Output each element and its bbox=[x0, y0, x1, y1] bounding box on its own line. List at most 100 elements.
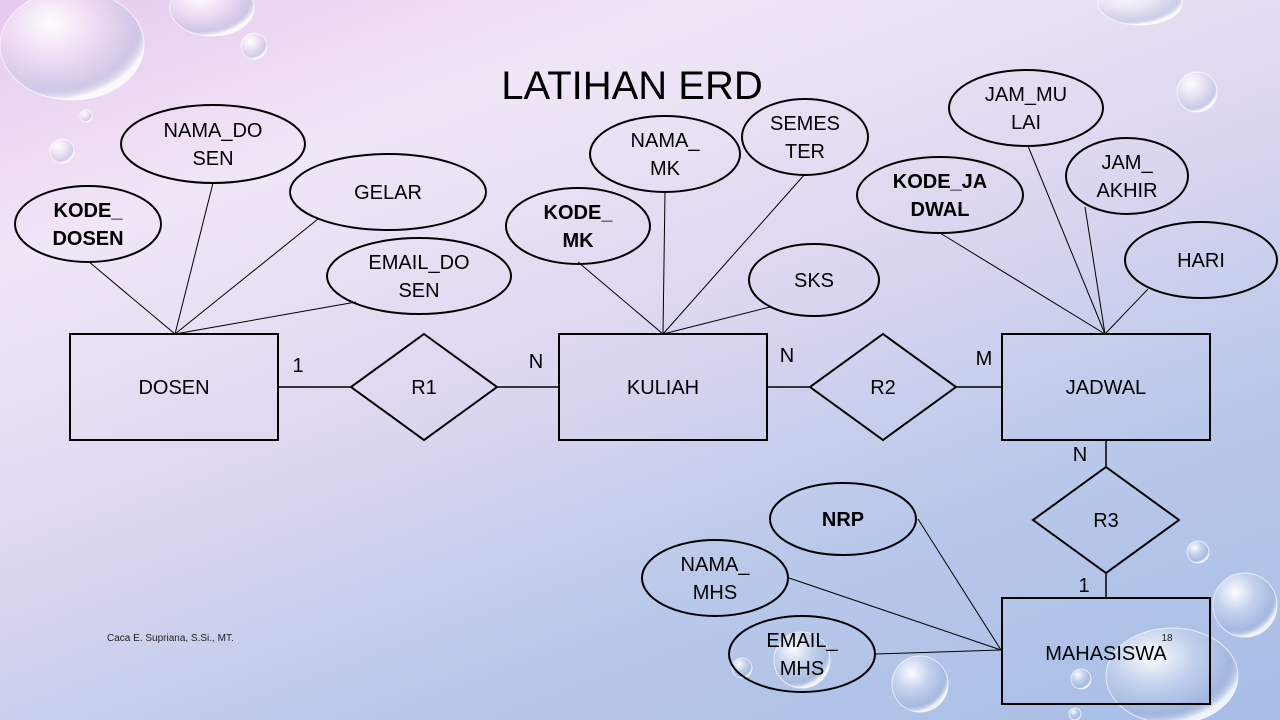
connector-kode-jadwal bbox=[939, 232, 1106, 335]
droplet bbox=[1212, 572, 1278, 638]
droplet bbox=[49, 138, 75, 164]
slide-title: LATIHAN ERD bbox=[501, 64, 763, 108]
relationship-diamond bbox=[1031, 465, 1181, 575]
attribute-label-line: LAI bbox=[1011, 112, 1041, 134]
connector-sks bbox=[662, 306, 771, 335]
attribute-label-line: JAM_ bbox=[1101, 152, 1153, 174]
cardinality-r1-dosen: 1 bbox=[292, 355, 303, 377]
connector-semester bbox=[662, 173, 806, 335]
droplet bbox=[1068, 707, 1082, 720]
relationship-diamond bbox=[808, 332, 958, 442]
attribute-ellipse bbox=[1124, 221, 1278, 299]
entity-label: KULIAH bbox=[627, 377, 699, 399]
connector-nama-mhs bbox=[788, 577, 1002, 651]
attribute-ellipse bbox=[856, 156, 1024, 234]
relationship-connectors bbox=[278, 386, 1107, 598]
relationship-label: R3 bbox=[1093, 510, 1119, 532]
droplet bbox=[169, 0, 255, 37]
attribute-kode-mk[interactable]: KODE_ MK bbox=[505, 187, 651, 265]
entity-jadwal[interactable]: JADWAL bbox=[1001, 333, 1211, 441]
attribute-nama-mhs[interactable]: NAMA_ MHS bbox=[641, 539, 789, 617]
connector-hari bbox=[1104, 288, 1149, 335]
entity-label: DOSEN bbox=[138, 377, 209, 399]
attribute-ellipse bbox=[769, 482, 917, 556]
attribute-jam-akhir[interactable]: JAM_AKHIR bbox=[1065, 137, 1189, 215]
connector-kode-mk bbox=[577, 261, 664, 335]
attribute-nama-dosen[interactable]: NAMA_DOSEN bbox=[120, 104, 306, 184]
droplet bbox=[1097, 0, 1183, 26]
relationship-r2[interactable]: R2 bbox=[808, 332, 958, 442]
droplet bbox=[1186, 540, 1210, 564]
relationship-r3[interactable]: R3 bbox=[1031, 465, 1181, 575]
attribute-label-line: SEMES bbox=[770, 113, 840, 135]
attribute-label-line: TER bbox=[785, 141, 825, 163]
attribute-ellipse bbox=[1065, 137, 1189, 215]
entity-box bbox=[558, 333, 768, 441]
connector-email-dosen bbox=[174, 301, 357, 335]
entity-label: MAHASISWA bbox=[1045, 643, 1167, 665]
attribute-label-line: NAMA_DO bbox=[164, 120, 263, 142]
attribute-nama-mk[interactable]: NAMA_ MK bbox=[589, 115, 741, 193]
attribute-ellipse bbox=[741, 98, 869, 176]
attribute-ellipse bbox=[120, 104, 306, 184]
connector-nama-dosen bbox=[174, 182, 214, 335]
attribute-label-line: MHS bbox=[780, 658, 824, 680]
attribute-label-line: MK bbox=[650, 158, 681, 180]
attribute-ellipse bbox=[728, 615, 876, 693]
entity-kuliah[interactable]: KULIAH bbox=[558, 333, 768, 441]
attribute-kode-jadwal[interactable]: KODE_JA DWAL bbox=[856, 156, 1024, 234]
attribute-label-line: MHS bbox=[693, 582, 737, 604]
attribute-label-line: DWAL bbox=[911, 199, 970, 221]
connector-jam-mulai bbox=[1027, 145, 1106, 335]
droplet bbox=[0, 0, 145, 101]
entity-box bbox=[69, 333, 279, 441]
attribute-ellipse bbox=[14, 185, 162, 263]
attribute-ellipse bbox=[289, 153, 487, 231]
attribute-gelar[interactable]: GELAR bbox=[289, 153, 487, 231]
attribute-ellipse bbox=[505, 187, 651, 265]
connector-nama-mk bbox=[662, 190, 666, 335]
entity-dosen[interactable]: DOSEN bbox=[69, 333, 279, 441]
cardinality-r1-kuliah: N bbox=[529, 351, 543, 373]
attribute-label-line: NAMA_ bbox=[631, 130, 701, 152]
attribute-label-line: NAMA_ bbox=[681, 554, 751, 576]
droplet bbox=[1176, 71, 1218, 113]
entity-box bbox=[1001, 333, 1211, 441]
relationship-label: R2 bbox=[870, 377, 896, 399]
connector-kode-dosen bbox=[87, 260, 176, 335]
droplet bbox=[1105, 627, 1239, 720]
connector-nrp bbox=[917, 518, 1002, 651]
droplet bbox=[1070, 668, 1092, 690]
attributes: KODE_DOSEN NAMA_DOSEN GELAR EMAIL_DOSEN … bbox=[14, 69, 1278, 693]
attribute-ellipse bbox=[641, 539, 789, 617]
droplet bbox=[731, 657, 753, 679]
attribute-label-line: GELAR bbox=[354, 182, 422, 204]
attribute-jam-mulai[interactable]: JAM_MU LAI bbox=[948, 69, 1104, 147]
page-number: 18 bbox=[1161, 633, 1173, 644]
attribute-label-line: MK bbox=[562, 230, 594, 252]
attribute-kode-dosen[interactable]: KODE_DOSEN bbox=[14, 185, 162, 263]
droplet bbox=[773, 631, 831, 689]
attribute-label-line: DOSEN bbox=[52, 228, 123, 250]
relationship-r1[interactable]: R1 bbox=[349, 332, 499, 442]
attribute-nrp[interactable]: NRP bbox=[769, 482, 917, 556]
attribute-sks[interactable]: SKS bbox=[748, 243, 880, 317]
droplet bbox=[891, 655, 949, 713]
attribute-email-dosen[interactable]: EMAIL_DO SEN bbox=[326, 237, 512, 315]
entity-box bbox=[1001, 597, 1211, 705]
attribute-email-mhs[interactable]: EMAIL_ MHS bbox=[728, 615, 876, 693]
entity-mahasiswa[interactable]: MAHASISWA bbox=[1001, 597, 1211, 705]
cardinalities: 1 N N M N 1 bbox=[292, 345, 1089, 597]
attribute-label-line: JAM_MU bbox=[985, 84, 1067, 106]
attribute-hari[interactable]: HARI bbox=[1124, 221, 1278, 299]
attribute-label-line: KODE_ bbox=[544, 202, 614, 224]
attribute-semester[interactable]: SEMES TER bbox=[741, 98, 869, 176]
attribute-ellipse bbox=[748, 243, 880, 317]
attribute-label-line: EMAIL_ bbox=[766, 630, 838, 652]
attribute-label-line: KODE_JA bbox=[893, 171, 987, 193]
attribute-label-line: SEN bbox=[398, 280, 439, 302]
attribute-label-line: EMAIL_DO bbox=[368, 252, 469, 274]
cardinality-r2-kuliah: N bbox=[780, 345, 794, 367]
